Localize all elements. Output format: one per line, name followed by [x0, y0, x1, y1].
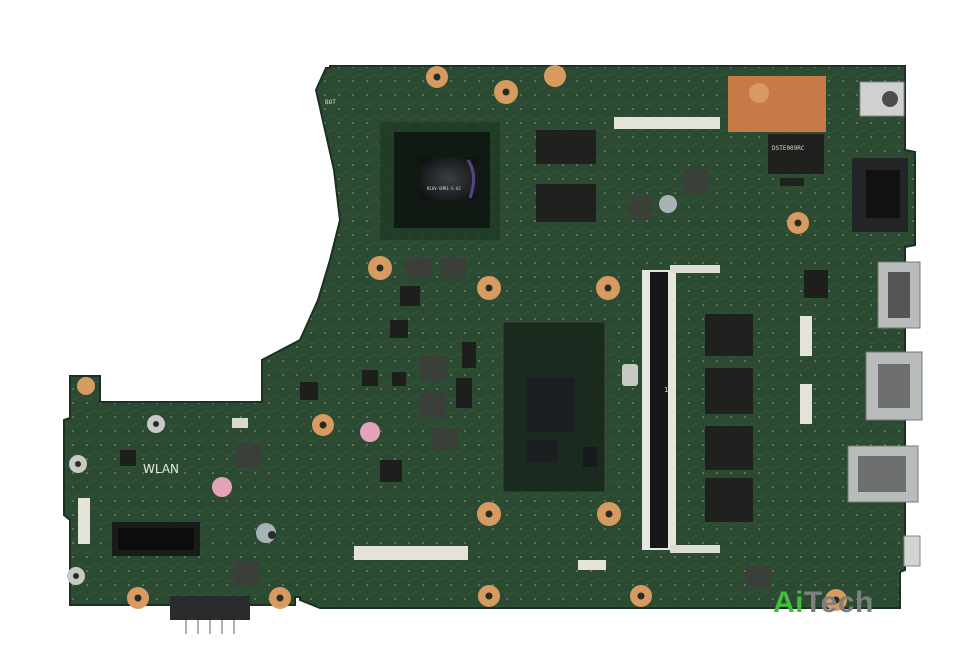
electrolytic-capacitors	[212, 195, 677, 543]
wlan-label: WLAN	[143, 462, 179, 476]
audio-jack	[859, 81, 905, 117]
cpu-die-small	[527, 440, 557, 462]
copper-pad	[728, 76, 826, 132]
gpu-marking: N16V-GMR1-S-A2	[427, 186, 461, 191]
ethernet-port	[852, 158, 908, 232]
ribbon-connector-bottom	[354, 546, 468, 560]
ribbon-connector-top	[614, 117, 720, 129]
ram-chips	[705, 314, 753, 522]
watermark-ai: Ai	[773, 586, 804, 619]
hdmi-port	[877, 261, 921, 329]
aitech-watermark: AiTech	[773, 586, 874, 620]
bot-label: BOT	[325, 99, 336, 106]
vram-chips	[536, 130, 596, 222]
battery-connector	[170, 596, 250, 634]
watermark-tech: Tech	[804, 586, 874, 619]
gpu-die	[420, 157, 478, 201]
small-ics	[120, 270, 828, 482]
dste-ic	[768, 134, 824, 174]
pcb-board	[63, 65, 916, 609]
cpu-die-large	[527, 378, 575, 432]
power-inductors	[234, 170, 772, 587]
ddr-marking: 17	[664, 386, 672, 394]
ic-marking: DSTE009RC	[772, 145, 805, 152]
usb-port-1	[865, 351, 923, 421]
usb-port-2	[847, 445, 919, 503]
